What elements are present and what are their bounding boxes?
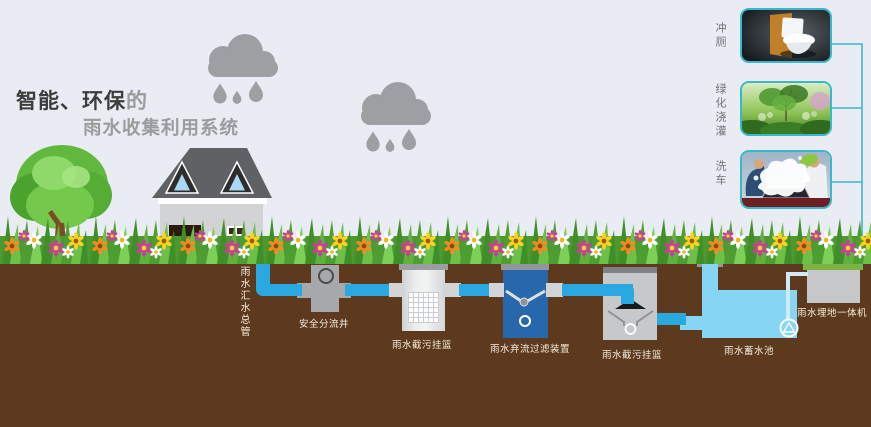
- tank-neck: [702, 264, 718, 292]
- diversion-well-arms: [297, 283, 351, 298]
- label-discard-filter: 雨水弃流过滤装置: [490, 344, 571, 355]
- grass-flower-strip: [0, 210, 871, 264]
- raindrop-icon: [402, 129, 416, 150]
- rain-cloud-icon: [361, 82, 431, 152]
- supply-riser-pipe: [786, 274, 790, 320]
- pipe-segment: [345, 284, 391, 296]
- page-title: 智能、环保的 雨水收集利用系统: [16, 90, 239, 138]
- pipe-elbow: [621, 284, 634, 304]
- water-splash: [758, 158, 810, 197]
- title-bold: 智能、环保: [16, 90, 126, 113]
- car-hood: [742, 198, 830, 207]
- pipe-stub: [443, 283, 461, 297]
- filter-mesh: [408, 292, 439, 323]
- usage-connector-lines: [831, 43, 863, 265]
- usage-label-irrigation: 绿化浇灌: [714, 83, 726, 139]
- bucket: [800, 154, 818, 166]
- pump-icon: [779, 318, 799, 338]
- pipe-segment: [256, 284, 302, 296]
- person-figure: [802, 162, 828, 202]
- basket1-cap: [399, 264, 448, 270]
- supply-riser-pipe: [786, 272, 808, 276]
- usage-label-car-wash: 洗车: [714, 160, 726, 188]
- pipe-stub: [546, 283, 563, 297]
- label-storage-tank: 雨水蓄水池: [724, 346, 775, 357]
- usage-photo-toilet-flushing: [740, 8, 832, 63]
- manhole-icon: [318, 268, 334, 284]
- raindrop-icon: [366, 131, 380, 152]
- label-buried-unit: 雨水埋地一体机: [797, 308, 868, 319]
- usage-label-toilet: 冲厕: [714, 22, 726, 50]
- usage-photo-car-washing: [740, 150, 832, 209]
- buried-unit: [807, 270, 860, 303]
- raindrop-icon: [213, 83, 227, 104]
- title-suffix: 的: [126, 90, 148, 113]
- raindrop-icon: [232, 90, 242, 104]
- rain-cloud-icon: [208, 34, 278, 104]
- raindrop-icon: [385, 138, 395, 152]
- usage-photo-greening-irrigation: [740, 81, 832, 136]
- raindrop-icon: [249, 81, 263, 102]
- pipe-stub: [489, 283, 504, 297]
- title-line2: 雨水收集利用系统: [83, 117, 240, 139]
- basket2-cap: [603, 267, 657, 273]
- label-main-pipe: 雨水汇水总管: [238, 266, 249, 338]
- pipe-stub: [389, 283, 403, 297]
- pipe-segment: [657, 313, 686, 325]
- label-sewage-basket-2: 雨水截污挂篮: [602, 350, 663, 361]
- filter-cap: [501, 264, 549, 270]
- buried-unit-top: [803, 263, 863, 270]
- label-diversion-well: 安全分流井: [299, 319, 350, 330]
- pipe-segment: [562, 284, 594, 296]
- basket2-internals: [607, 299, 654, 335]
- pipe-segment: [459, 284, 491, 296]
- label-sewage-basket-1: 雨水截污挂篮: [392, 340, 453, 351]
- discard-filter-internals: [505, 289, 546, 327]
